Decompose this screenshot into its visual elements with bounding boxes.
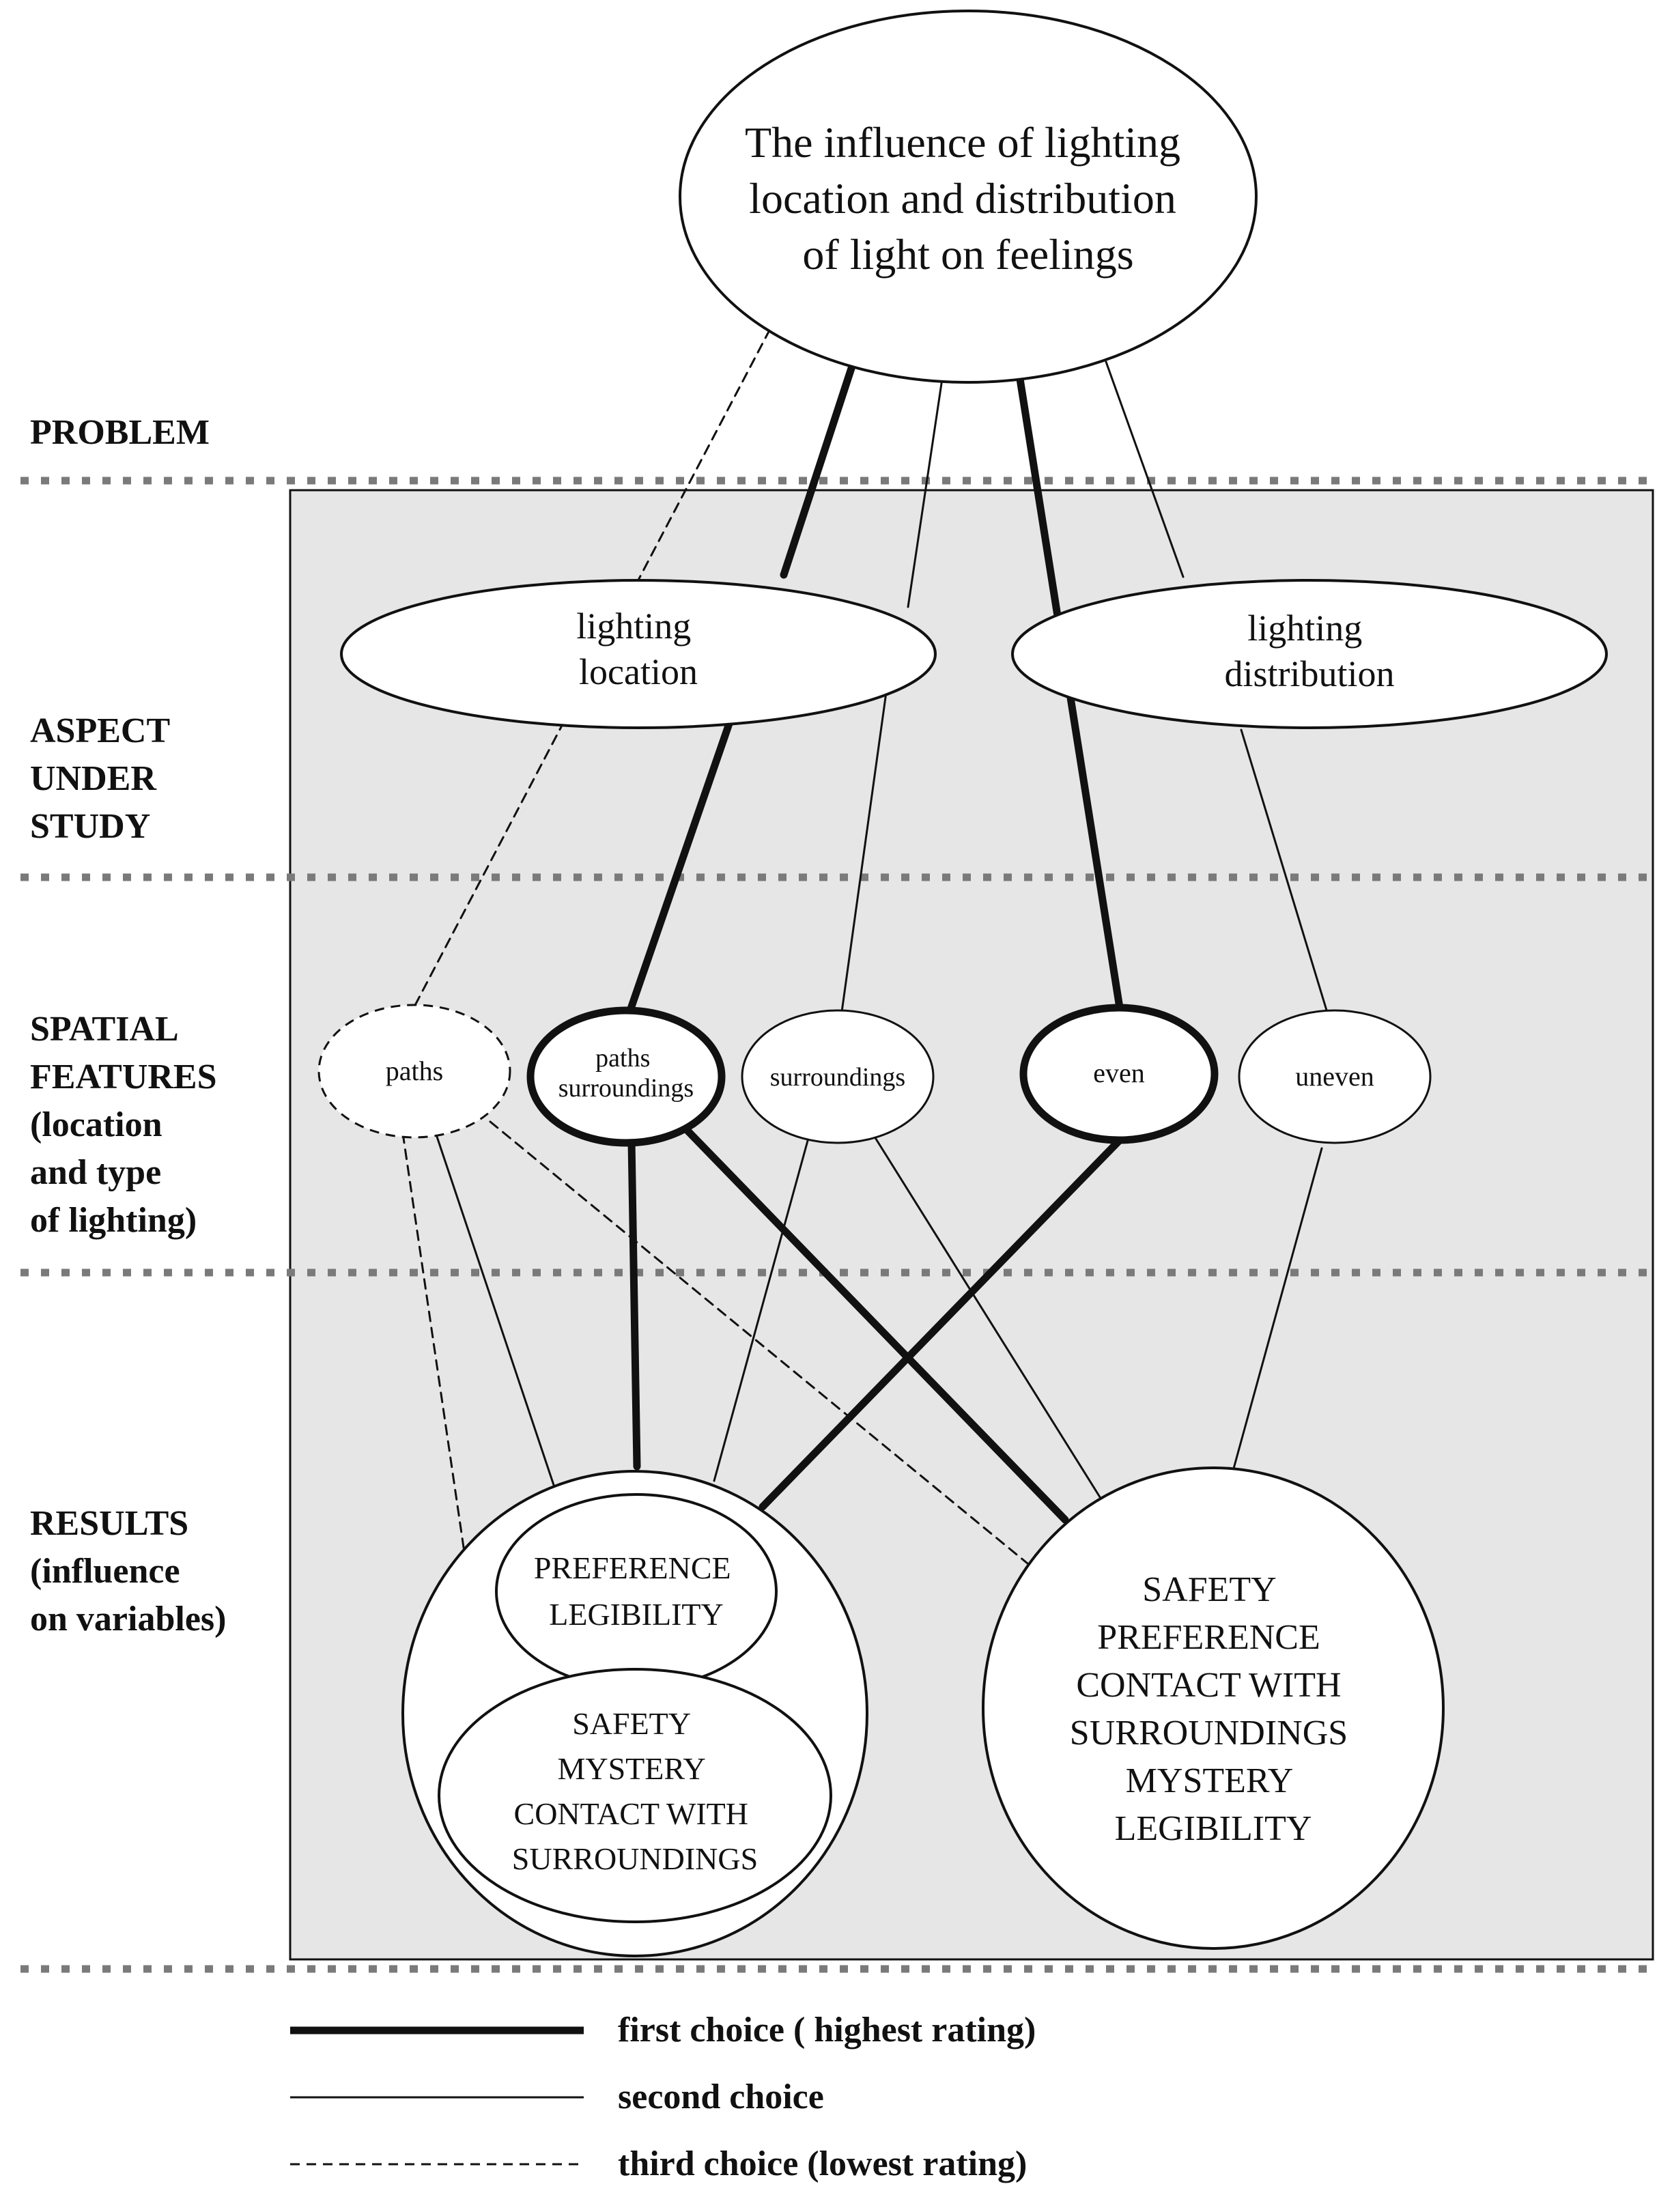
link-paths-right-third	[489, 1120, 1029, 1565]
result-left-top-node	[495, 1493, 778, 1690]
section-label-results: RESULTS (influence on variables)	[30, 1504, 226, 1639]
result-right-text: SAFETY PREFERENCE CONTACT WITH SURROUNDI…	[1070, 1570, 1357, 1848]
feature-even-node	[1019, 1004, 1219, 1144]
problem-text: The influence of lighting location and d…	[745, 118, 1191, 279]
link-problem-location-first	[780, 348, 861, 579]
aspect-location-text: lighting location	[576, 606, 700, 692]
feature-paths-surroundings-text: paths surroundings	[558, 1044, 694, 1103]
link-paths-left-second	[436, 1135, 560, 1501]
aspect-distribution-text: lighting distribution	[1224, 608, 1394, 694]
link-location-pathssurr-first	[625, 720, 733, 1017]
link-location-surroundings-second	[840, 681, 889, 1018]
link-even-left-first	[759, 1135, 1125, 1511]
problem-node	[679, 10, 1258, 384]
link-pathssurr-lefttop-first	[627, 1137, 641, 1471]
link-distribution-uneven-second	[1240, 728, 1331, 1023]
feature-uneven-node	[1238, 1009, 1432, 1144]
problem-line: of light on feelings	[802, 230, 1133, 279]
legend-first-label: first choice ( highest rating)	[618, 2011, 1036, 2050]
legend-second-label: second choice	[618, 2078, 824, 2116]
feature-surroundings-node	[741, 1009, 935, 1144]
section-label-spatial: SPATIAL FEATURES (location and type of l…	[30, 1010, 226, 1240]
feature-paths-node	[317, 1004, 511, 1139]
result-left-bottom-text: SAFETY MYSTERY CONTACT WITH SURROUNDINGS	[512, 1706, 758, 1876]
section-label-aspect: ASPECT UNDER STUDY	[30, 711, 178, 846]
aspect-location-node	[340, 579, 937, 729]
aspect-distribution-node	[1011, 579, 1608, 729]
feature-surroundings-text: surroundings	[770, 1063, 905, 1092]
legend-third-label: third choice (lowest rating)	[618, 2144, 1027, 2183]
feature-even-text: even	[1093, 1058, 1145, 1088]
link-uneven-right-second	[1231, 1147, 1323, 1475]
section-label-problem: PROBLEM	[30, 413, 210, 452]
feature-paths-text: paths	[386, 1055, 443, 1086]
problem-line: The influence of lighting	[745, 118, 1180, 167]
link-surroundings-left-second	[713, 1132, 811, 1482]
result-left-top-text: PREFERENCE LEGIBILITY	[534, 1550, 739, 1632]
link-problem-location-second	[907, 378, 944, 608]
result-right-node	[982, 1466, 1445, 1950]
link-surroundings-right-second	[870, 1130, 1103, 1501]
legend: first choice ( highest rating) second ch…	[290, 2011, 1036, 2183]
feature-uneven-text: uneven	[1295, 1061, 1374, 1092]
section-separators	[20, 477, 1659, 1973]
link-pathssurr-right-first	[682, 1125, 1069, 1524]
result-left-bottom-node	[438, 1668, 832, 1923]
feature-paths-surroundings-node	[526, 1006, 726, 1147]
problem-line: location and distribution	[749, 174, 1176, 223]
link-problem-distribution-second	[1105, 360, 1185, 578]
